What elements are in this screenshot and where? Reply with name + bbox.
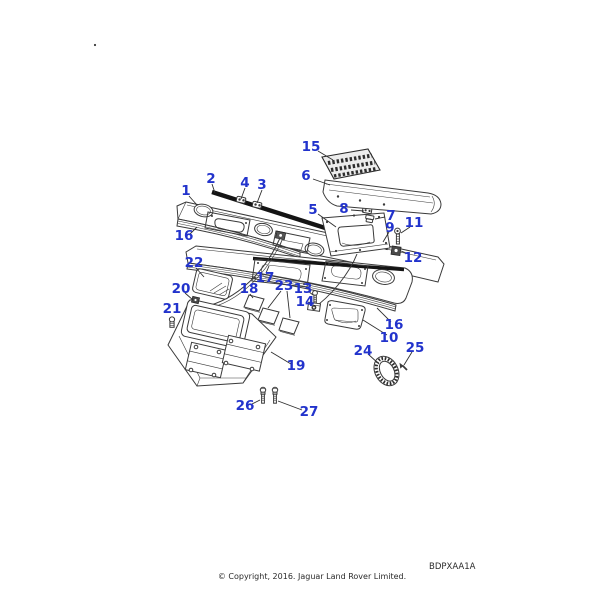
bolt-21 [168,316,176,328]
leader-line [256,189,263,204]
callout-23[interactable]: 23 [275,278,294,294]
callout-26[interactable]: 26 [236,398,255,414]
callout-13[interactable]: 13 [294,281,313,297]
bolt-26 [259,386,267,404]
callout-10[interactable]: 10 [380,330,399,346]
figure-code: BDPXAA1A [429,562,476,572]
callout-20[interactable]: 20 [172,281,191,297]
screw-25 [399,362,408,371]
clip-3 [251,200,263,209]
callout-5[interactable]: 5 [308,202,317,218]
callout-21[interactable]: 21 [163,301,182,317]
callout-16-left[interactable]: 16 [175,228,194,244]
console-assembly [167,268,277,387]
callout-11[interactable]: 11 [405,215,424,231]
leader-line [403,351,413,366]
plate-5 [321,212,391,257]
tray-panel-6 [322,179,442,215]
fascia-panel-lower [185,245,413,312]
leader-line [240,187,246,200]
leader-line [188,195,198,206]
clip-4 [235,195,247,204]
callout-12[interactable]: 12 [404,250,423,266]
leader-line [286,290,291,319]
bolt-27 [271,386,279,404]
bolt-11 [394,227,401,245]
callout-4[interactable]: 4 [240,175,249,191]
leader-line [195,267,205,278]
blanking-plates [243,294,300,336]
leader-line [374,216,386,220]
callout-16-right[interactable]: 16 [385,317,404,333]
leader-line [312,178,331,186]
callout-8[interactable]: 8 [339,201,348,217]
callout-17[interactable]: 17 [256,270,275,286]
callout-22[interactable]: 22 [185,255,204,271]
console-rim [180,299,251,349]
pad-22 [192,268,233,300]
leader-line [376,307,392,323]
leader-line [184,292,194,301]
leader-line [350,209,365,212]
leader-line [362,319,388,336]
speck-mark [93,43,97,47]
callout-1[interactable]: 1 [181,183,190,199]
leader-line [367,353,380,365]
harness-clip [275,230,287,241]
leader-line [251,399,261,405]
callout-3[interactable]: 3 [257,177,266,193]
leader-line [189,226,198,235]
leader-line [277,400,303,411]
callout-27[interactable]: 27 [300,404,319,420]
callout-18[interactable]: 18 [240,281,259,297]
vent-grille-15 [321,148,381,180]
callout-19[interactable]: 19 [287,358,306,374]
callout-7[interactable]: 7 [386,208,395,224]
nut-7 [365,214,375,224]
callout-15[interactable]: 15 [302,139,321,155]
leader-line [267,290,282,309]
callout-6[interactable]: 6 [301,168,310,184]
leader-line [400,250,410,255]
callout-14[interactable]: 14 [296,294,315,310]
leader-line [382,231,390,243]
callout-2[interactable]: 2 [206,171,215,187]
leader-line [211,183,216,194]
leader-line [307,290,314,296]
clip-12 [390,245,402,256]
leader-line [270,351,292,365]
leader-line [400,226,411,234]
callout-24[interactable]: 24 [354,343,373,359]
plate-10 [324,300,366,330]
callout-25[interactable]: 25 [406,340,425,356]
callout-9[interactable]: 9 [385,220,394,236]
leader-line [249,293,254,299]
leader-line [309,303,313,307]
leader-lines [184,150,413,411]
leader-line [265,265,270,274]
disc-24 [373,355,400,387]
leader-line [317,150,334,161]
leader-line [317,213,337,228]
copyright-text: © Copyright, 2016. Jaguar Land Rover Lim… [217,572,407,581]
